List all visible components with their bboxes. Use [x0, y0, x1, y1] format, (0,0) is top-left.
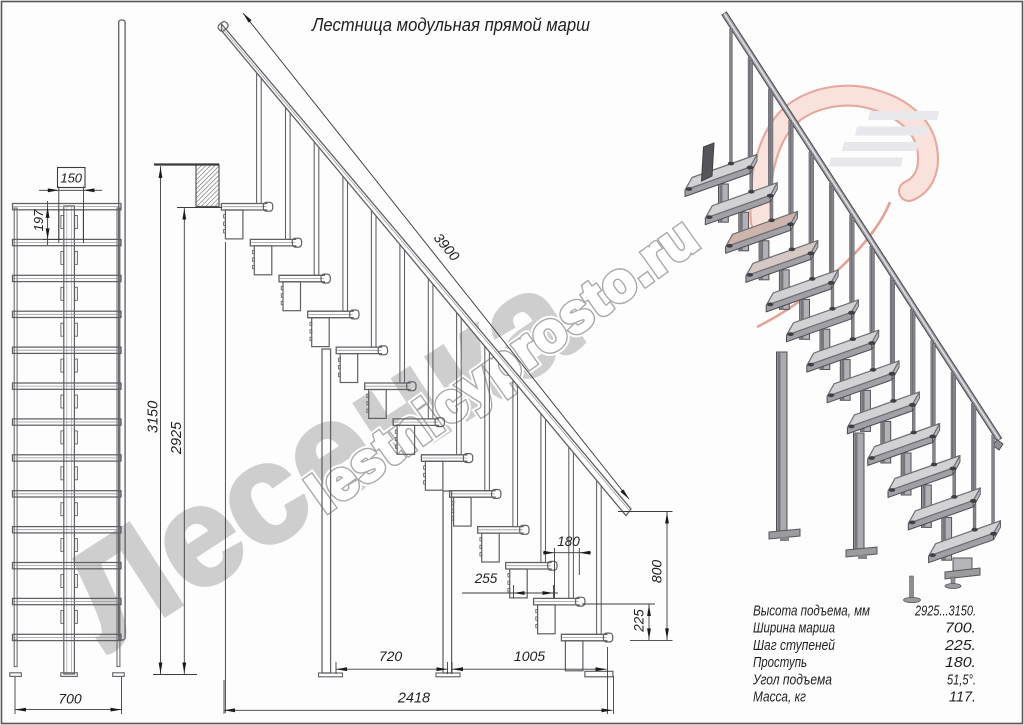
- svg-text:3150: 3150: [146, 401, 162, 433]
- svg-text:Шаг ступеней: Шаг ступеней: [753, 638, 835, 654]
- svg-text:Угол подъема: Угол подъема: [752, 672, 832, 688]
- svg-text:800: 800: [649, 560, 665, 584]
- svg-text:255: 255: [474, 571, 498, 586]
- svg-text:1005: 1005: [514, 648, 545, 664]
- svg-text:180: 180: [557, 534, 580, 549]
- svg-text:2925...3150.: 2925...3150.: [914, 604, 976, 620]
- svg-text:Ширина марша: Ширина марша: [753, 621, 835, 637]
- svg-text:225.: 225.: [944, 638, 976, 654]
- svg-text:700: 700: [58, 691, 82, 707]
- svg-text:150: 150: [60, 171, 82, 186]
- svg-text:117.: 117.: [949, 690, 976, 706]
- svg-text:Высота подъема, мм: Высота подъема, мм: [753, 604, 870, 620]
- svg-text:Масса, кг: Масса, кг: [753, 690, 806, 706]
- svg-text:700.: 700.: [945, 621, 976, 637]
- svg-text:225: 225: [632, 609, 647, 633]
- svg-text:51,5°.: 51,5°.: [947, 672, 976, 688]
- svg-text:2925: 2925: [169, 421, 185, 455]
- svg-text:2418: 2418: [397, 691, 430, 707]
- svg-text:Проступь: Проступь: [753, 655, 807, 671]
- svg-text:Лестница модульная прямой марш: Лестница модульная прямой марш: [311, 14, 590, 35]
- svg-text:180.: 180.: [945, 655, 976, 671]
- svg-text:720: 720: [379, 648, 403, 664]
- svg-text:197: 197: [31, 209, 46, 231]
